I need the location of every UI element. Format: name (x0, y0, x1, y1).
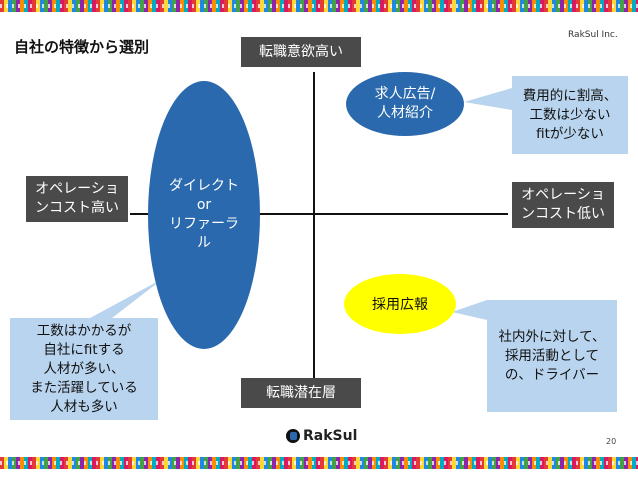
job-ads-callout-pointer (464, 88, 512, 110)
axis-label-right: オペレーショ ンコスト低い (512, 182, 614, 228)
direct-callout-pointer (90, 278, 164, 318)
pr-callout-pointer (452, 300, 487, 320)
job-ads-callout: 費用的に割高、 工数は少ない fitが少ない (512, 76, 628, 154)
direct-callout: 工数はかかるが 自社にfitする 人材が多い、 また活躍している 人材も多い (10, 318, 158, 420)
direct-referral-ellipse: ダイレクト or リファーラ ル (148, 81, 260, 349)
recruitment-pr-ellipse: 採用広報 (344, 274, 456, 334)
axis-label-top: 転職意欲高い (241, 37, 361, 67)
axis-label-bottom: 転職潜在層 (241, 378, 361, 408)
raksul-logo-icon (286, 429, 300, 443)
axis-label-left: オペレーショ ンコスト高い (26, 176, 128, 222)
page-number: 20 (606, 437, 616, 446)
vertical-axis (313, 72, 315, 382)
pr-callout: 社内外に対して、 採用活動として の、ドライバー (487, 300, 617, 412)
job-ads-ellipse: 求人広告/ 人材紹介 (346, 72, 464, 136)
footer-logo: RakSul (286, 428, 357, 444)
footer-brand-name: RakSul (303, 428, 357, 444)
